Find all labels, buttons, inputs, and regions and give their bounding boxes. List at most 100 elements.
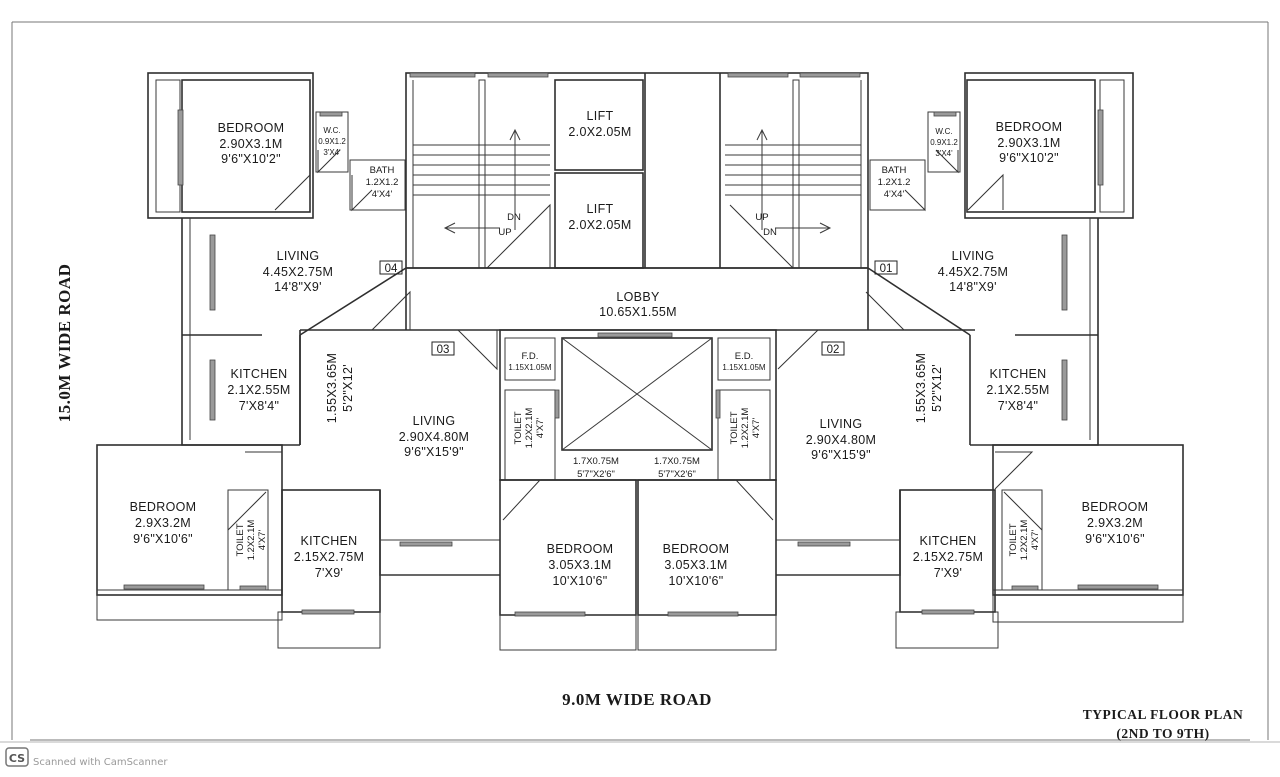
svg-text:9'6"X15'9": 9'6"X15'9" — [404, 445, 464, 459]
unit04-living-label: LIVING 4.45X2.75M 14'8"X9' — [263, 249, 333, 294]
unit04-bath-label: BATH 1.2X1.2 4'X4' — [366, 165, 399, 200]
svg-text:7'X9': 7'X9' — [934, 566, 963, 580]
svg-text:LIVING: LIVING — [952, 249, 995, 263]
door-swings — [227, 149, 1043, 532]
lift-1-label: LIFT 2.0X2.05M — [568, 109, 631, 139]
svg-text:4'X7': 4'X7' — [751, 418, 762, 439]
svg-text:LIFT: LIFT — [587, 109, 614, 123]
svg-text:4.45X2.75M: 4.45X2.75M — [938, 265, 1008, 279]
svg-text:1.2X2.1M: 1.2X2.1M — [1019, 520, 1030, 561]
svg-text:2.9X3.2M: 2.9X3.2M — [1087, 516, 1143, 530]
unit-tag-03: 03 — [431, 341, 455, 356]
unit03-toilet-a-label: TOILET 1.2X2.1M 4'X7' — [513, 408, 546, 449]
svg-text:1.55X3.65M: 1.55X3.65M — [325, 353, 339, 423]
svg-text:3'X4': 3'X4' — [935, 149, 953, 158]
svg-text:LOBBY: LOBBY — [616, 290, 660, 304]
svg-text:BEDROOM: BEDROOM — [996, 120, 1063, 134]
svg-text:E.D.: E.D. — [735, 351, 753, 362]
svg-text:LIVING: LIVING — [413, 414, 456, 428]
svg-text:KITCHEN: KITCHEN — [990, 367, 1047, 381]
svg-text:2.90X4.80M: 2.90X4.80M — [806, 433, 876, 447]
unit02-toilet-a-label: TOILET 1.2X2.1M 4'X7' — [729, 408, 762, 449]
svg-text:9'6"X10'2": 9'6"X10'2" — [999, 151, 1059, 165]
svg-text:2.1X2.55M: 2.1X2.55M — [986, 383, 1049, 397]
svg-text:5'2"X12': 5'2"X12' — [341, 364, 355, 412]
svg-text:TOILET: TOILET — [513, 411, 524, 444]
svg-text:10'X10'6": 10'X10'6" — [552, 574, 607, 588]
unit03-balcony-label: 1.55X3.65M 5'2"X12' — [325, 353, 355, 423]
svg-text:W.C.: W.C. — [323, 126, 340, 135]
svg-text:7'X8'4": 7'X8'4" — [998, 399, 1039, 413]
unit-tag-02: 02 — [821, 341, 845, 356]
stair-left-up: UP — [498, 227, 511, 238]
unit02-balcony-label: 1.55X3.65M 5'2"X12' — [914, 353, 944, 423]
svg-text:1.15X1.05M: 1.15X1.05M — [508, 363, 551, 372]
svg-text:F.D.: F.D. — [522, 351, 539, 362]
unit-tag-04: 04 — [379, 260, 403, 275]
svg-text:LIVING: LIVING — [820, 417, 863, 431]
svg-text:1.2X2.1M: 1.2X2.1M — [740, 408, 751, 449]
svg-text:2.15X2.75M: 2.15X2.75M — [913, 550, 983, 564]
svg-text:5'2"X12': 5'2"X12' — [930, 364, 944, 412]
svg-text:14'8"X9': 14'8"X9' — [274, 280, 322, 294]
unit02-bedroom-b-label: BEDROOM 3.05X3.1M 10'X10'6" — [663, 542, 730, 588]
unit02-kitchen-label: KITCHEN 2.15X2.75M 7'X9' — [913, 534, 983, 580]
plan-subtitle: (2ND TO 9TH) — [1116, 726, 1209, 741]
svg-text:2.90X3.1M: 2.90X3.1M — [997, 136, 1060, 150]
svg-text:9'6"X15'9": 9'6"X15'9" — [811, 448, 871, 462]
unit02-living-label: LIVING 2.90X4.80M 9'6"X15'9" — [806, 417, 876, 462]
unit02-passage-label: 1.7X0.75M 5'7"X2'6" — [654, 456, 700, 480]
svg-text:2.15X2.75M: 2.15X2.75M — [294, 550, 364, 564]
stair-left-dn: DN — [507, 212, 521, 223]
scanner-logo — [5, 747, 29, 767]
unit-tag-01: 01 — [874, 260, 898, 275]
unit01-bath-label: BATH 1.2X1.2 4'X4' — [878, 165, 911, 200]
svg-text:BEDROOM: BEDROOM — [547, 542, 614, 556]
unit04-kitchen-label: KITCHEN 2.1X2.55M 7'X8'4" — [227, 367, 290, 413]
svg-text:10'X10'6": 10'X10'6" — [668, 574, 723, 588]
svg-text:Scanned with CamScanner: Scanned with CamScanner — [33, 757, 168, 768]
fire-duct-label: F.D. 1.15X1.05M — [508, 351, 551, 372]
svg-text:5'7"X2'6": 5'7"X2'6" — [577, 469, 615, 480]
unit01-wc-label: W.C. 0.9X1.2 3'X4' — [930, 127, 958, 158]
unit01-living-label: LIVING 4.45X2.75M 14'8"X9' — [938, 249, 1008, 294]
svg-text:W.C.: W.C. — [935, 127, 952, 136]
svg-text:CS: CS — [9, 752, 25, 765]
svg-text:1.2X1.2: 1.2X1.2 — [878, 177, 911, 188]
svg-text:KITCHEN: KITCHEN — [920, 534, 977, 548]
svg-text:3'X4': 3'X4' — [323, 148, 341, 157]
svg-text:4'X7': 4'X7' — [1030, 530, 1041, 551]
stair-right-up: UP — [755, 212, 768, 223]
svg-text:4'X4': 4'X4' — [372, 189, 393, 200]
svg-text:BEDROOM: BEDROOM — [1082, 500, 1149, 514]
svg-text:02: 02 — [827, 344, 840, 356]
svg-text:3.05X3.1M: 3.05X3.1M — [548, 558, 611, 572]
unit03-passage-label: 1.7X0.75M 5'7"X2'6" — [573, 456, 619, 480]
unit03-toilet-b-label: TOILET 1.2X2.1M 4'X7' — [235, 520, 268, 561]
svg-text:0.9X1.2: 0.9X1.2 — [930, 138, 958, 147]
svg-text:4'X7': 4'X7' — [535, 418, 546, 439]
svg-text:03: 03 — [437, 344, 450, 356]
plan-title: TYPICAL FLOOR PLAN — [1083, 707, 1244, 722]
svg-text:04: 04 — [385, 263, 398, 275]
svg-text:1.2X2.1M: 1.2X2.1M — [524, 408, 535, 449]
unit03-bedroom-a-label: BEDROOM 2.9X3.2M 9'6"X10'6" — [130, 500, 196, 546]
svg-text:KITCHEN: KITCHEN — [231, 367, 288, 381]
svg-text:TOILET: TOILET — [235, 523, 246, 556]
unit03-kitchen-label: KITCHEN 2.15X2.75M 7'X9' — [294, 534, 364, 580]
svg-text:2.0X2.05M: 2.0X2.05M — [568, 218, 631, 232]
unit02-toilet-b-label: TOILET 1.2X2.1M 4'X7' — [1008, 520, 1041, 561]
svg-text:2.9X3.2M: 2.9X3.2M — [135, 516, 191, 530]
svg-text:LIVING: LIVING — [277, 249, 320, 263]
unit04-bedroom-label: BEDROOM 2.90X3.1M 9'6"X10'2" — [218, 121, 284, 166]
unit02-bedroom-a-label: BEDROOM 2.9X3.2M 9'6"X10'6" — [1082, 500, 1149, 546]
unit01-bedroom-label: BEDROOM 2.90X3.1M 9'6"X10'2" — [996, 120, 1063, 165]
scanner-watermark: CS Scanned with CamScanner — [0, 741, 1280, 768]
svg-text:BEDROOM: BEDROOM — [663, 542, 730, 556]
unit01-kitchen-label: KITCHEN 2.1X2.55M 7'X8'4" — [986, 367, 1049, 413]
svg-text:1.7X0.75M: 1.7X0.75M — [654, 456, 700, 467]
svg-text:KITCHEN: KITCHEN — [301, 534, 358, 548]
svg-text:BATH: BATH — [882, 165, 907, 176]
front-road-label: 9.0M WIDE ROAD — [562, 690, 712, 709]
svg-text:1.15X1.05M: 1.15X1.05M — [722, 363, 765, 372]
